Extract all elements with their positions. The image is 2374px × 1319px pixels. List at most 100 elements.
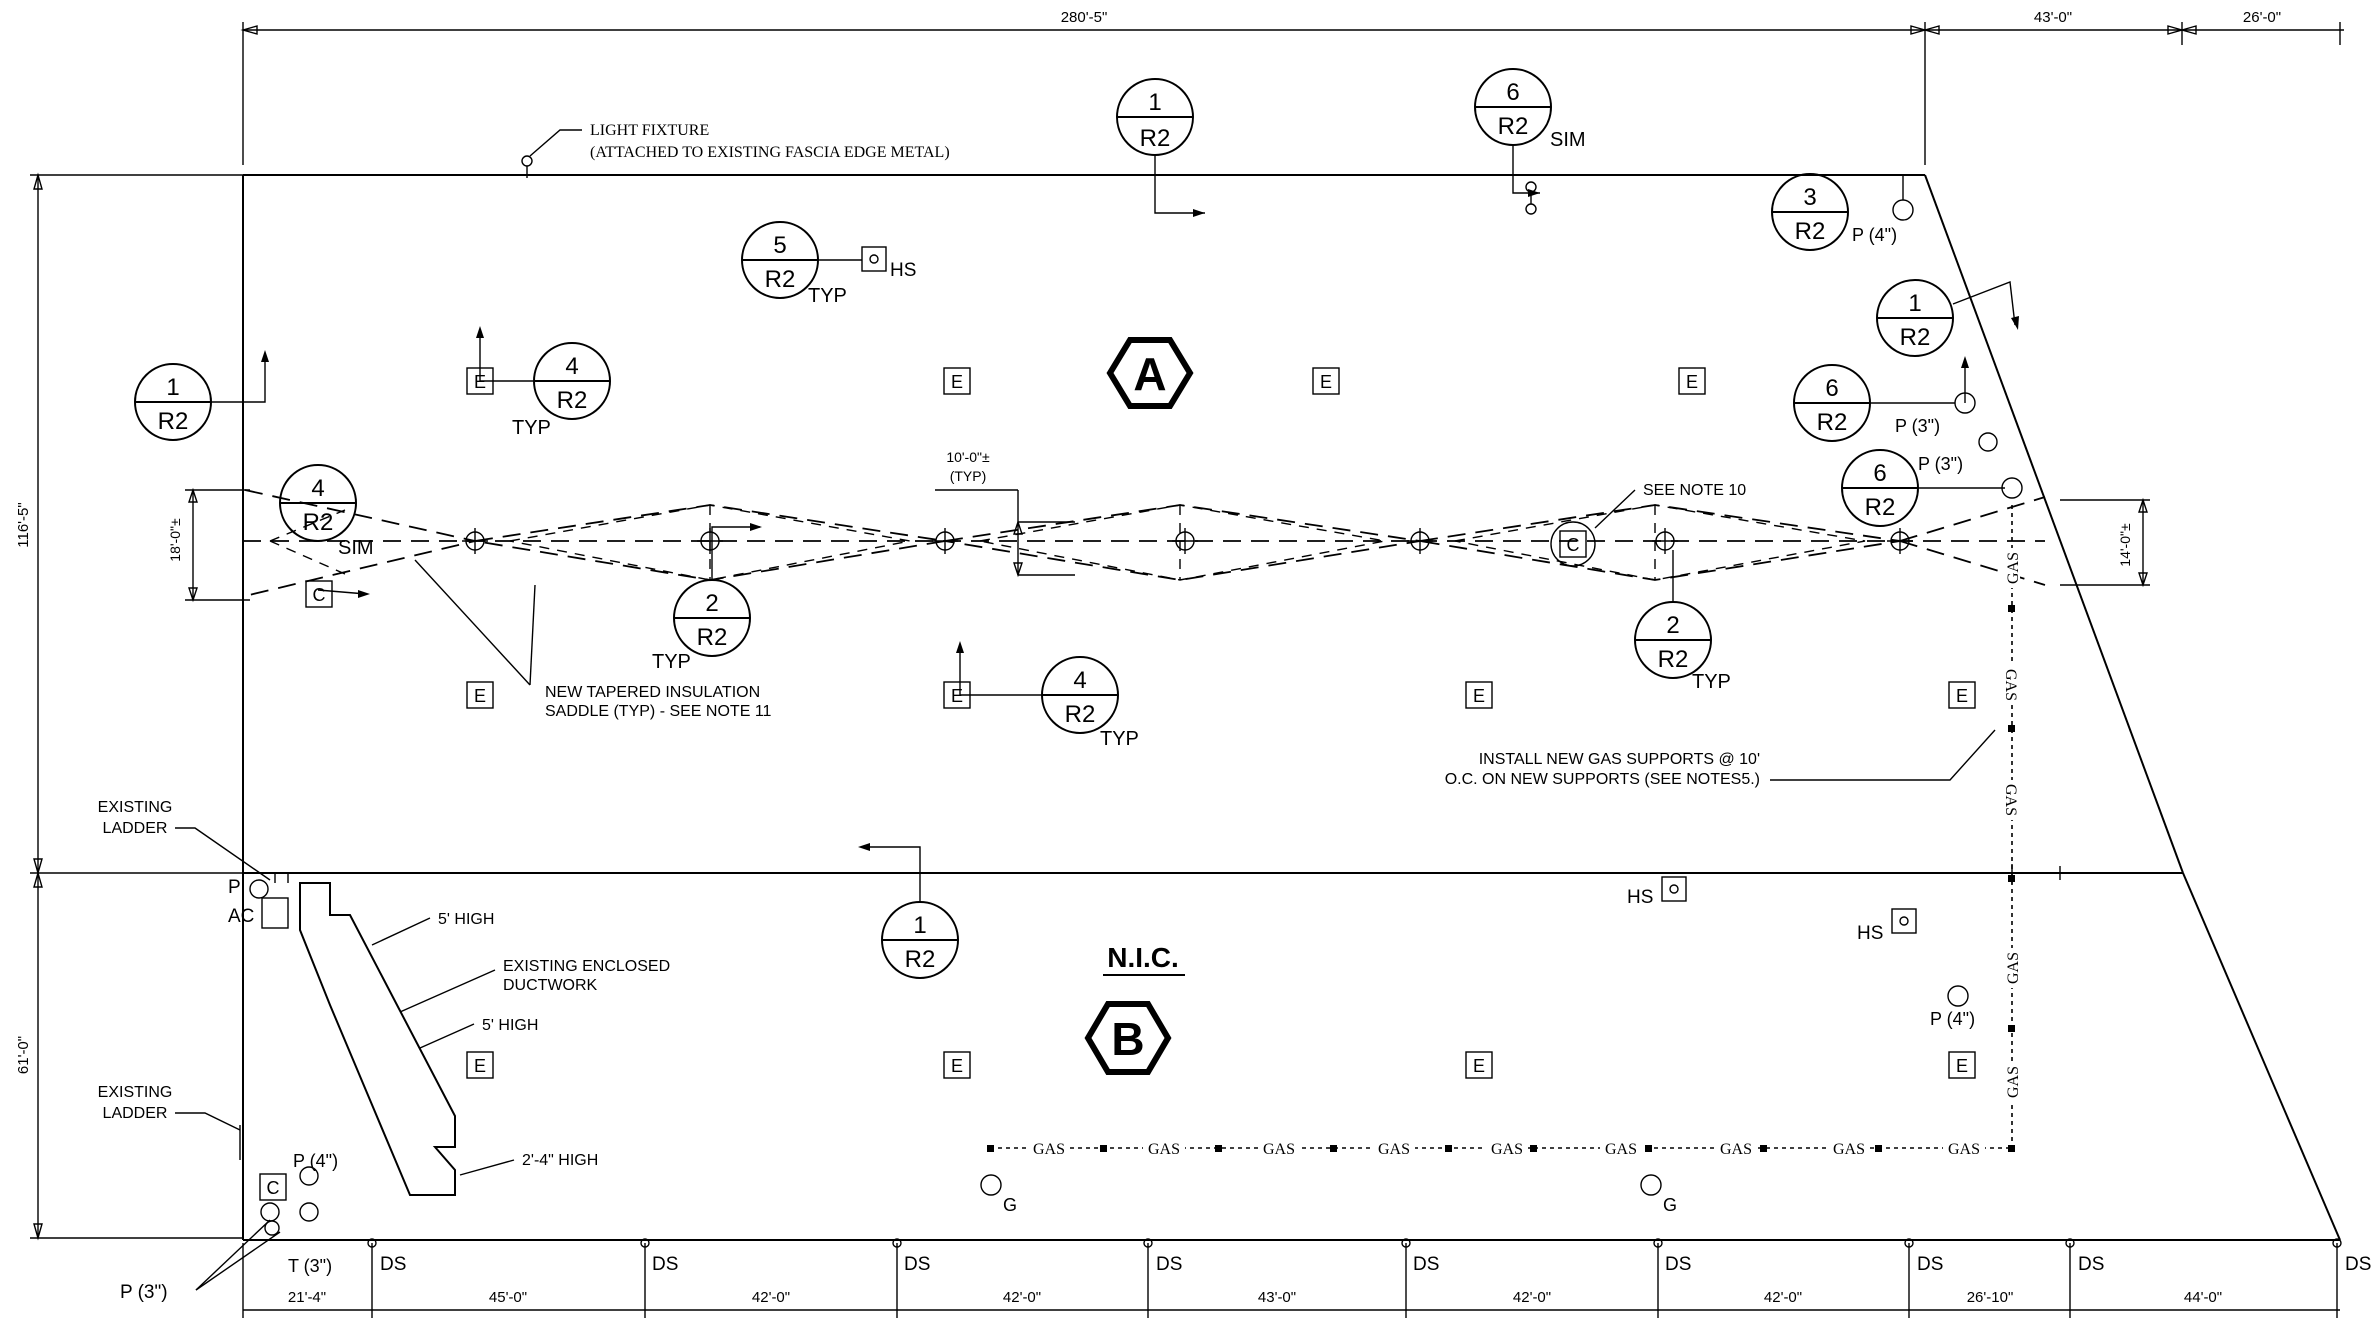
hs-symbols: HS HS HS bbox=[861, 246, 1917, 944]
dim-bottom: 43'-0" bbox=[1258, 1289, 1296, 1306]
curb: C bbox=[305, 580, 333, 608]
svg-text:E: E bbox=[1956, 686, 1968, 706]
callout-top-1: 1 R2 bbox=[1116, 78, 1205, 217]
exhaust-fan: E bbox=[943, 367, 971, 395]
ac-label: AC bbox=[228, 906, 254, 927]
curb: C bbox=[259, 1173, 287, 1201]
existing-ductwork bbox=[299, 882, 456, 1196]
curb-symbols: C C C bbox=[259, 521, 1596, 1201]
svg-text:E: E bbox=[474, 372, 486, 392]
svg-text:6: 6 bbox=[1873, 460, 1886, 487]
callout-top-6-sim: 6 R2 SIM bbox=[1474, 68, 1586, 197]
svg-text:6: 6 bbox=[1506, 79, 1519, 106]
gas-line-vertical: GAS GAS GAS GAS GAS bbox=[1995, 505, 2061, 1148]
svg-text:E: E bbox=[1473, 1056, 1485, 1076]
svg-text:E: E bbox=[1473, 686, 1485, 706]
dim-saddle-left: 18'-0"± bbox=[167, 518, 183, 562]
area-a-label: A bbox=[1133, 348, 1166, 400]
callout-lower-1: 1 R2 bbox=[858, 843, 959, 979]
dim-typ-spacing-sub: (TYP) bbox=[950, 468, 987, 484]
svg-text:R2: R2 bbox=[1795, 218, 1826, 245]
notes: SEE NOTE 10 NEW TAPERED INSULATION SADDL… bbox=[98, 482, 1996, 1176]
svg-text:GAS: GAS bbox=[1033, 1141, 1065, 1158]
callout-4-typ-lower: 4 R2 TYP bbox=[960, 656, 1139, 750]
svg-text:R2: R2 bbox=[1140, 125, 1171, 152]
note-saddle-2: SADDLE (TYP) - SEE NOTE 11 bbox=[545, 703, 772, 720]
area-b-label: B bbox=[1111, 1013, 1144, 1065]
svg-text:E: E bbox=[1956, 1056, 1968, 1076]
p-label: P bbox=[228, 877, 241, 898]
svg-text:6: 6 bbox=[1825, 375, 1838, 402]
dim-saddle-right: 14'-0"± bbox=[2117, 523, 2133, 567]
ds-label: DS bbox=[1413, 1254, 1439, 1275]
exhaust-fan: E bbox=[1465, 681, 1493, 709]
svg-text:R2: R2 bbox=[765, 266, 796, 293]
svg-text:GAS: GAS bbox=[1720, 1141, 1752, 1158]
note-ladder-2a: EXISTING bbox=[98, 1084, 173, 1101]
svg-text:2: 2 bbox=[705, 590, 718, 617]
svg-text:R2: R2 bbox=[1498, 113, 1529, 140]
svg-text:TYP: TYP bbox=[1100, 728, 1139, 750]
svg-text:E: E bbox=[1686, 372, 1698, 392]
p4-label: P (4") bbox=[1852, 225, 1897, 245]
svg-text:E: E bbox=[951, 686, 963, 706]
dim-bottom: 42'-0" bbox=[1764, 1289, 1802, 1306]
drain-symbols: P (4") P (3") P (3") P (4") P AC P (4") … bbox=[120, 175, 2023, 1303]
svg-text:GAS: GAS bbox=[1263, 1141, 1295, 1158]
svg-text:C: C bbox=[1567, 535, 1580, 555]
ds-label: DS bbox=[904, 1254, 930, 1275]
note-5-high-1: 5' HIGH bbox=[438, 911, 494, 928]
svg-text:GAS: GAS bbox=[2002, 669, 2019, 701]
dim-left-lower: 61'-0" bbox=[15, 1036, 32, 1074]
svg-text:GAS: GAS bbox=[1491, 1141, 1523, 1158]
exhaust-fan: E bbox=[943, 681, 971, 709]
dim-bottom: 45'-0" bbox=[489, 1289, 527, 1306]
exhaust-fan: E bbox=[1948, 681, 1976, 709]
ds-label: DS bbox=[1665, 1254, 1691, 1275]
svg-text:SIM: SIM bbox=[338, 537, 374, 559]
svg-text:E: E bbox=[951, 372, 963, 392]
callout-left-1: 1 R2 bbox=[134, 350, 269, 441]
callout-2-typ-left: 2 R2 TYP bbox=[652, 523, 762, 673]
svg-text:E: E bbox=[951, 1056, 963, 1076]
dim-typ-spacing: 10'-0"± bbox=[946, 449, 990, 465]
left-dimensions: 116'-5" 61'-0" bbox=[15, 172, 243, 1241]
ds-label: DS bbox=[2078, 1254, 2104, 1275]
gas-outlets: G G bbox=[980, 1174, 1677, 1215]
svg-text:TYP: TYP bbox=[512, 417, 551, 439]
ds-label: DS bbox=[1917, 1254, 1943, 1275]
svg-text:R2: R2 bbox=[1658, 646, 1689, 673]
hs-label: HS bbox=[1857, 923, 1883, 944]
svg-text:R2: R2 bbox=[1865, 494, 1896, 521]
note-saddle-1: NEW TAPERED INSULATION bbox=[545, 684, 760, 701]
svg-text:5: 5 bbox=[773, 232, 786, 259]
nic-label: N.I.C. bbox=[1107, 942, 1179, 973]
svg-text:E: E bbox=[474, 686, 486, 706]
callout-right-6-b: 6 R2 bbox=[1841, 449, 2005, 527]
svg-text:R2: R2 bbox=[697, 624, 728, 651]
exhaust-fan: E bbox=[466, 681, 494, 709]
saddle-dim-left: 18'-0"± bbox=[167, 487, 250, 603]
dim-bottom: 42'-0" bbox=[1003, 1289, 1041, 1306]
svg-text:G: G bbox=[1003, 1195, 1017, 1215]
svg-text:G: G bbox=[1663, 1195, 1677, 1215]
ds-label: DS bbox=[2345, 1254, 2371, 1275]
dim-left-total: 116'-5" bbox=[15, 502, 32, 547]
svg-text:GAS: GAS bbox=[2002, 784, 2019, 816]
svg-text:GAS: GAS bbox=[1148, 1141, 1180, 1158]
hs-label: HS bbox=[890, 260, 916, 281]
svg-text:TYP: TYP bbox=[808, 285, 847, 307]
callout-3: 3 R2 bbox=[1771, 173, 1849, 251]
dim-bottom: 42'-0" bbox=[752, 1289, 790, 1306]
exhaust-fan-symbols: E E E E E E E E E E E E bbox=[466, 367, 1976, 1079]
callout-4-typ-upper: 4 R2 TYP bbox=[480, 342, 611, 439]
svg-text:4: 4 bbox=[565, 353, 578, 380]
dim-top-3: 26'-0" bbox=[2243, 9, 2281, 26]
svg-text:GAS: GAS bbox=[1378, 1141, 1410, 1158]
svg-text:2: 2 bbox=[1666, 612, 1679, 639]
curb: C bbox=[1550, 521, 1596, 567]
gas-line-horizontal: GAS GAS GAS GAS GAS GAS GAS GAS GAS bbox=[987, 1140, 2015, 1158]
dim-top-2: 43'-0" bbox=[2034, 9, 2072, 26]
svg-text:R2: R2 bbox=[303, 509, 334, 536]
